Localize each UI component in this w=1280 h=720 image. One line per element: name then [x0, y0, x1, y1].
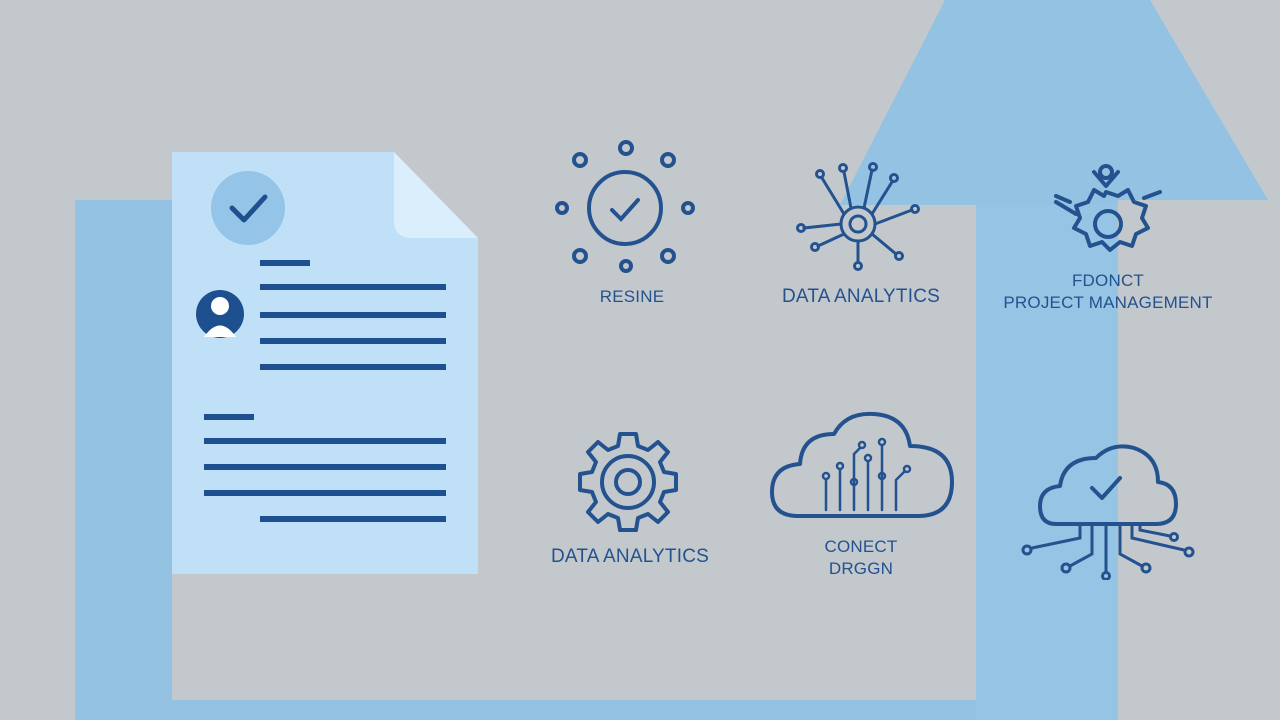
gear-icon: [578, 432, 678, 532]
icon-label-resine: RESINE: [599, 287, 665, 306]
resume-document-icon: [172, 152, 478, 574]
gear-bot-icon: [1054, 164, 1162, 252]
network-node-icon: [796, 162, 920, 271]
icon-label-project-management: FDONCT PROJECT MANAGEMENT: [1003, 271, 1213, 312]
checkmark-badge-icon: [211, 171, 285, 245]
icon-label-data-analytics-top: DATA ANALYTICS: [781, 286, 941, 307]
icon-label-data-analytics-bottom: DATA ANALYTICS: [550, 546, 710, 567]
checkmark-gear-icon: [555, 140, 695, 273]
icon-label-conect-drggn: CONECT DRGGN: [824, 537, 898, 578]
cloud-check-network-icon: [1021, 444, 1195, 580]
cloud-circuit-icon: [770, 411, 954, 518]
